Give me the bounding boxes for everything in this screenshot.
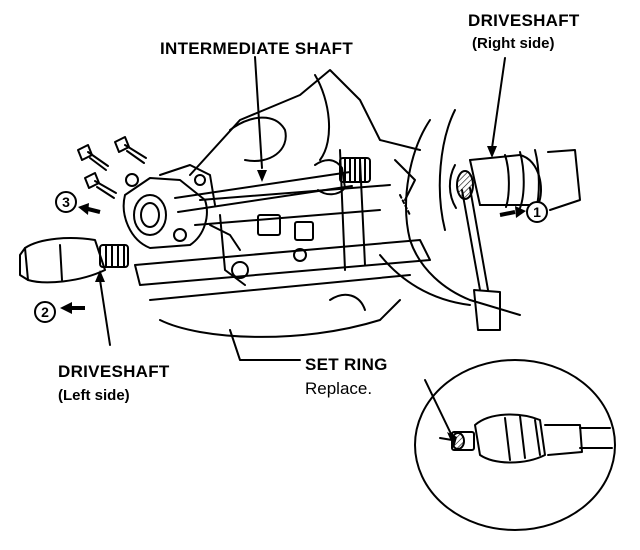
intermediate-shaft-label: INTERMEDIATE SHAFT — [160, 39, 354, 58]
right-driveshaft — [448, 149, 581, 211]
direction-arrows — [60, 203, 526, 314]
driveshaft-right-label: DRIVESHAFT — [468, 11, 580, 30]
transmission-case — [134, 69, 431, 361]
left-driveshaft — [19, 237, 129, 284]
step-2-circle — [34, 301, 56, 323]
bearing-support — [122, 164, 241, 251]
set-ring-note: Replace. — [305, 379, 373, 398]
step-3-circle — [55, 191, 77, 213]
set-ring-label: SET RING — [305, 355, 388, 374]
leader-lines — [99, 56, 506, 439]
driveshaft-left-sublabel: (Left side) — [58, 387, 130, 404]
step-1-circle — [526, 201, 548, 223]
step-circles — [34, 191, 548, 323]
steering-knuckle — [379, 109, 521, 316]
step-1-number: 1 — [533, 204, 541, 220]
driveshaft-right-sublabel: (Right side) — [472, 35, 555, 52]
pry-bar — [461, 187, 501, 331]
step-3-number: 3 — [62, 194, 70, 210]
leader-arrowheads — [95, 146, 497, 448]
step-2-number: 2 — [41, 304, 49, 320]
driveshaft-left-label: DRIVESHAFT — [58, 362, 170, 381]
mounting-bolts — [77, 136, 147, 199]
set-ring-detail — [414, 359, 616, 531]
